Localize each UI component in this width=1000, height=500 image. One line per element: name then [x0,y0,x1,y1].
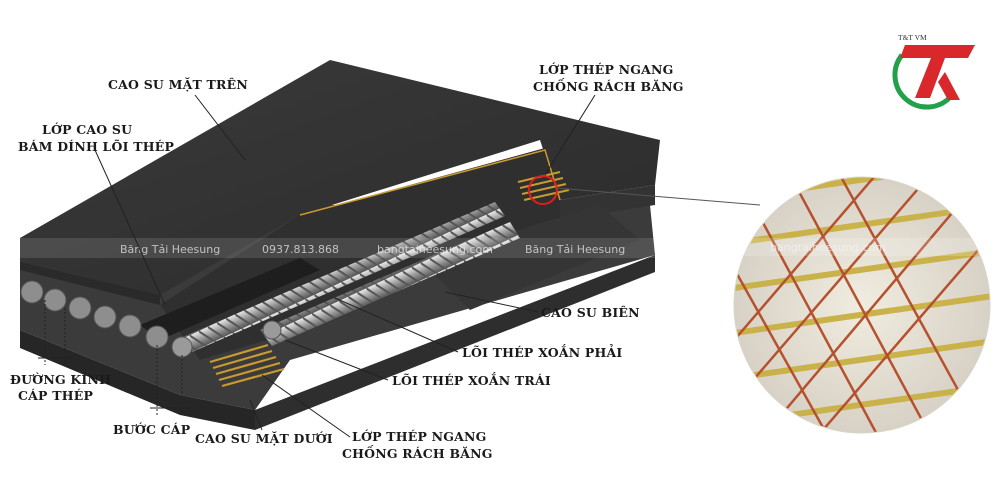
watermark-phone: 0937.813.868 [262,243,339,256]
rubber-covered-core [140,258,320,340]
steel-cables [140,202,520,352]
top-cover-slab [20,60,660,295]
label-transverse-bottom-1: LỚP THÉP NGANG [352,428,487,444]
leader-left-core [284,339,389,381]
label-transverse-top-1: LỚP THÉP NGANG [539,61,674,77]
watermark-site: bangtaiheesung.com [377,243,493,256]
leader-transverse-bottom [261,374,351,438]
transverse-steel-bottom [209,343,285,388]
label-transverse-bottom-2: CHỐNG RÁCH BĂNG [342,444,493,461]
cable-end [171,336,193,358]
label-adhesive-2: BÁM DÍNH LÕI THÉP [18,139,174,154]
label-bottom-cover: CAO SU MẶT DƯỚI [195,430,333,446]
cable-end [145,325,169,349]
label-cable-pitch: BƯỚC CÁP [113,421,191,437]
left-twist-core [260,222,520,346]
label-edge-rubber: CAO SU BIÊN [541,305,640,320]
highlight-circle [528,175,558,205]
bottom-cover-front [20,330,255,430]
cable-ends [20,280,282,358]
top-cover-edge [20,238,160,305]
leader-adhesive [94,149,166,306]
cable-end [20,280,44,304]
logo-green-arc [892,53,954,110]
cable-end [262,320,282,340]
leader-transverse-top [544,94,596,176]
logo-red-t [900,45,975,98]
cable-end [118,314,142,338]
cable-end [43,288,67,312]
leader-top-cover [194,94,246,161]
cable-end [93,305,117,329]
bottom-slab-side [255,255,655,430]
leader-right-core [334,297,459,353]
leader-bottom-cover [249,399,263,431]
label-transverse-top-2: CHỐNG RÁCH BĂNG [533,77,684,94]
label-cable-diameter-1: ĐƯỜNG KÍNH [10,371,111,387]
right-twist-core [180,202,505,352]
dimension-marks [38,300,190,415]
label-adhesive-1: LỚP CAO SU [42,121,132,137]
label-top-cover: CAO SU MẶT TRÊN [108,76,248,92]
watermark-brand: Băng Tải Heesung [120,243,220,256]
leader-lines [94,94,596,438]
cable-end [68,296,92,320]
logo-red-leg [938,72,960,100]
label-left-core: LÕI THÉP XOẮN TRÁI [392,371,551,388]
company-logo: T&T VM [892,33,975,110]
label-cable-diameter-2: CÁP THÉP [18,388,93,403]
zoom-connector [555,187,761,206]
label-right-core: LÕI THÉP XOẮN PHẢI [462,343,622,360]
watermark-brand-2: Băng Tải Heesung [525,243,625,256]
logo-text: T&T VM [898,33,927,42]
zoom-watermark: bangtaiheesung.com [770,241,886,254]
edge-rubber-block [420,205,640,310]
leader-edge-rubber [444,291,539,313]
